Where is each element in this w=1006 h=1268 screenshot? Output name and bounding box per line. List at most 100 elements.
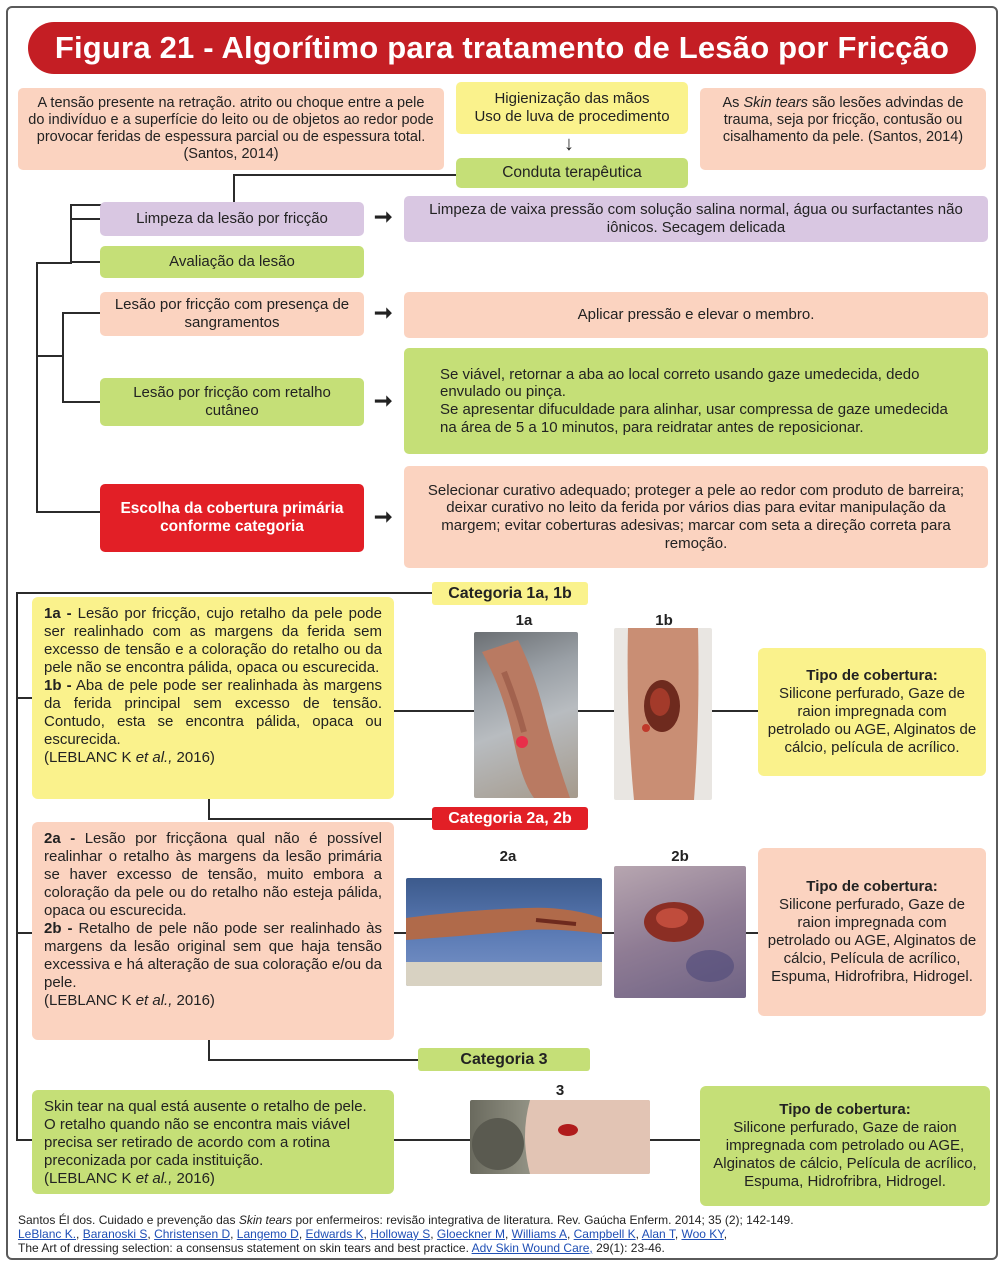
category-1-label: Categoria 1a, 1b <box>432 582 588 605</box>
category-2b-code: 2b - <box>44 920 73 937</box>
down-arrow-icon: ↓ <box>564 133 574 155</box>
category-3-description: Skin tear na qual está ausente o retalho… <box>32 1090 394 1194</box>
flap-step: Lesão por fricção com retalho cutâneo <box>100 378 364 426</box>
connector-line <box>712 710 758 712</box>
wound-photo-2a <box>406 878 602 986</box>
author-link[interactable]: Campbell K <box>573 1226 636 1241</box>
connector-line <box>16 697 32 699</box>
connector-line <box>16 1139 32 1141</box>
ref-em: et al., <box>135 1170 173 1187</box>
category-1-description: 1a - Lesão por fricção, cujo retalho da … <box>32 597 394 799</box>
skin-tears-note-post: são lesões advindas de trauma, seja por … <box>722 95 964 146</box>
category-2-cover-box: Tipo de cobertura: Silicone perfurado, G… <box>758 848 986 1016</box>
cover-text: Silicone perfurado, Gaze de raion impreg… <box>767 896 977 985</box>
category-3-cover-box: Tipo de cobertura: Silicone perfurado, G… <box>700 1086 990 1206</box>
author-link[interactable]: Woo KY <box>681 1226 724 1241</box>
category-3-label: Categoria 3 <box>418 1048 590 1071</box>
connector-line <box>62 401 100 403</box>
ref-em: et al., <box>135 992 173 1009</box>
reference-1: Santos Él dos. Cuidado e prevenção das S… <box>18 1213 994 1228</box>
connector-line <box>208 1059 432 1061</box>
category-2-reference: (LEBLANC K et al., 2016) <box>44 992 382 1010</box>
ref1-post: por enfermeiros: revisão integrativa de … <box>292 1213 794 1227</box>
wound-photo-2b <box>614 866 746 998</box>
connector-line <box>16 592 18 1140</box>
cover-text: Silicone perfurado, Gaze de raion impreg… <box>713 1119 977 1190</box>
author-link[interactable]: Holloway S <box>370 1226 431 1241</box>
connector-line <box>650 1139 700 1141</box>
author-link[interactable]: Alan T <box>641 1226 675 1241</box>
connector-line <box>62 312 100 314</box>
ref2-pre: The Art of dressing selection: a consens… <box>18 1240 472 1255</box>
connector-line <box>602 932 614 934</box>
category-2b-item: 2b - Retalho de pele não pode ser realin… <box>44 920 382 992</box>
connector-line <box>208 799 210 819</box>
category-2b-text: Retalho de pele não pode ser realinhado … <box>44 920 383 991</box>
primary-cover-choice-step: Escolha da cobertura primária conforme c… <box>100 484 364 552</box>
flap-action: Se viável, retornar a aba ao local corre… <box>404 348 988 454</box>
connector-line <box>394 710 474 712</box>
ref-pre: (LEBLANC K <box>44 749 136 766</box>
connector-line <box>16 932 32 934</box>
right-arrow-icon: ➞ <box>374 388 393 413</box>
connector-line <box>36 262 72 264</box>
author-link[interactable]: Williams A <box>511 1226 567 1241</box>
author-link[interactable]: Baranoski S <box>82 1226 148 1241</box>
connector-line <box>36 511 100 513</box>
ref-em: et al., <box>135 749 173 766</box>
category-1-reference: (LEBLANC K et al., 2016) <box>44 749 382 767</box>
photo-label-1a: 1a <box>515 612 533 629</box>
hygiene-line-2: Uso de luva de procedimento <box>474 108 670 125</box>
bleeding-step: Lesão por fricção com presença de sangra… <box>100 292 364 336</box>
journal-link[interactable]: Adv Skin Wound Care, <box>471 1240 593 1255</box>
connector-line <box>62 312 64 402</box>
photo-label-2a: 2a <box>499 848 517 865</box>
category-1b-item: 1b - Aba de pele pode ser realinhada às … <box>44 677 382 749</box>
hygiene-line-1: Higienização das mãos <box>494 90 650 108</box>
flap-action-1: Se viável, retornar a aba ao local corre… <box>440 365 920 401</box>
category-1a-item: 1a - Lesão por fricção, cujo retalho da … <box>44 605 382 677</box>
category-2a-item: 2a - Lesão por fricçãona qual não é poss… <box>44 830 382 920</box>
evaluation-step: Avaliação da lesão <box>100 246 364 278</box>
therapeutic-conduct-box: Conduta terapêutica <box>456 158 688 188</box>
author-link[interactable]: Gloeckner M <box>436 1226 505 1241</box>
category-2a-code: 2a - <box>44 830 76 847</box>
photo-label-1b: 1b <box>655 612 673 629</box>
connector-line <box>70 218 100 220</box>
connector-line <box>16 592 432 594</box>
connector-line <box>233 174 456 176</box>
author-link[interactable]: Christensen D <box>154 1226 231 1241</box>
right-arrow-icon: ➞ <box>374 204 393 229</box>
ref-post: 2016) <box>172 749 215 766</box>
connector-line <box>36 355 62 357</box>
photo-label-2b: 2b <box>671 848 689 865</box>
connector-line <box>208 818 432 820</box>
hand-hygiene-box: Higienização das mãos Uso de luva de pro… <box>456 82 688 134</box>
author-link[interactable]: Edwards K <box>305 1226 364 1241</box>
photo-label-3: 3 <box>555 1082 565 1099</box>
category-1-cover-box: Tipo de cobertura: Silicone perfurado, G… <box>758 648 986 776</box>
wound-photo-1b <box>614 628 712 800</box>
ref-pre: (LEBLANC K <box>44 1170 136 1187</box>
wound-photo-1a <box>474 632 578 798</box>
right-arrow-icon: ➞ <box>374 504 393 529</box>
category-1b-text: Aba de pele pode ser realinhada às marge… <box>44 677 382 748</box>
connector-line <box>36 262 38 512</box>
cover-title: Tipo de cobertura: <box>779 1101 911 1118</box>
leg-illustration <box>627 628 699 800</box>
author-link[interactable]: LeBlanc K. <box>18 1226 77 1241</box>
connector-line <box>208 1040 210 1060</box>
ref-post: 2016) <box>172 1170 215 1187</box>
bleeding-action: Aplicar pressão e elevar o membro. <box>404 292 988 338</box>
cleaning-action: Limpeza de vaixa pressão com solução sal… <box>404 196 988 242</box>
cover-title: Tipo de cobertura: <box>806 878 938 895</box>
cover-title: Tipo de cobertura: <box>806 667 938 684</box>
skin-tears-note-em: Skin tears <box>743 95 808 111</box>
category-3-text: Skin tear na qual está ausente o retalho… <box>44 1098 367 1169</box>
friction-definition-note: A tensão presente na retração. atrito ou… <box>18 88 444 170</box>
connector-line <box>394 932 406 934</box>
cover-text: Silicone perfurado, Gaze de raion impreg… <box>767 685 977 756</box>
category-3-reference: (LEBLANC K et al., 2016) <box>44 1170 382 1188</box>
ref1-em: Skin tears <box>238 1213 293 1227</box>
author-link[interactable]: Langemo D <box>236 1226 299 1241</box>
